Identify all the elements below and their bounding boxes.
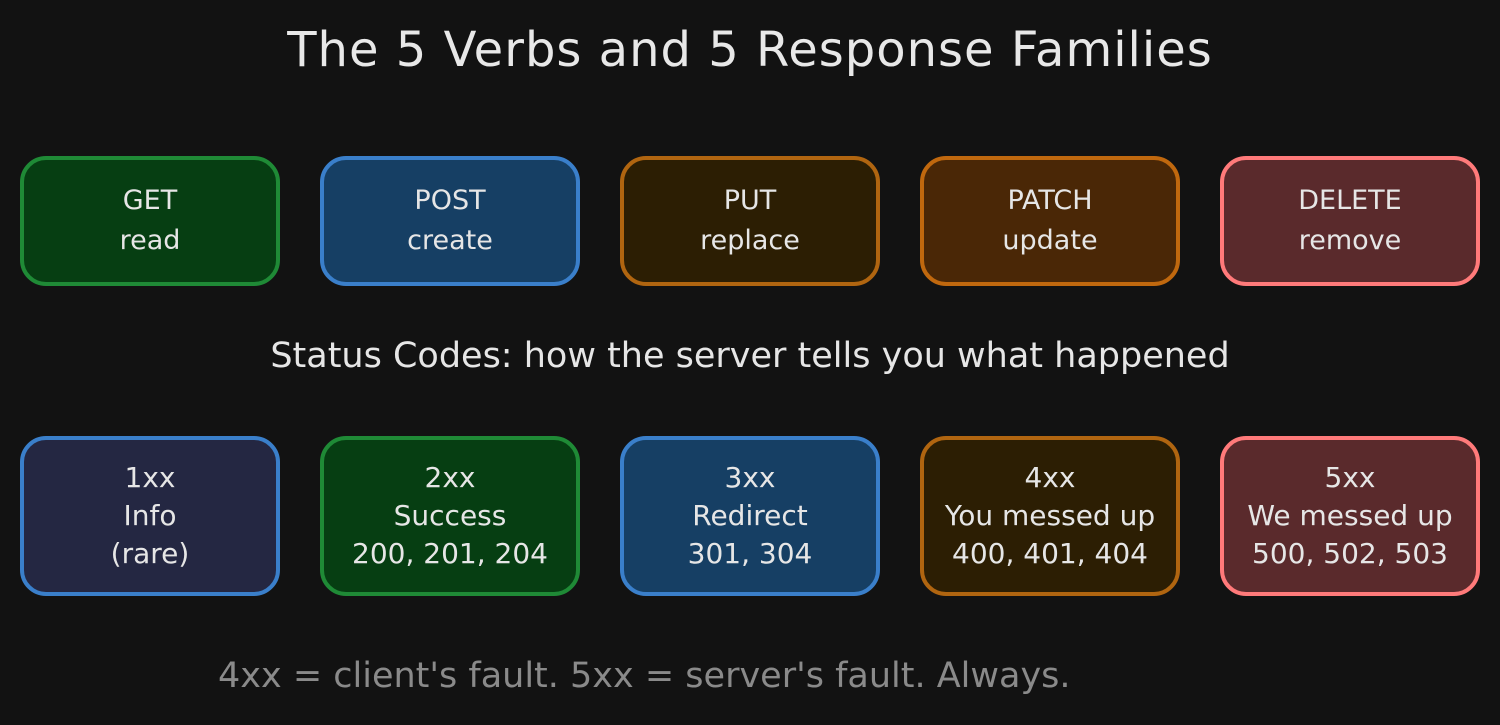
verb-action: remove bbox=[1298, 225, 1402, 256]
verb-action: update bbox=[1002, 225, 1098, 256]
status-code: 4xx bbox=[1024, 461, 1076, 494]
status-box-1xx: 1xx Info (rare) bbox=[20, 436, 280, 596]
footer-note: 4xx = client's fault. 5xx = server's fau… bbox=[218, 656, 1071, 696]
verb-label: PUT bbox=[723, 185, 777, 216]
verb-action: create bbox=[407, 225, 493, 256]
status-code: 1xx bbox=[124, 461, 176, 494]
status-detail: 301, 304 bbox=[687, 537, 813, 570]
status-name: We messed up bbox=[1247, 499, 1453, 532]
status-name: Redirect bbox=[692, 499, 808, 532]
verb-box-post: POST create bbox=[320, 156, 580, 286]
verb-box-patch: PATCH update bbox=[920, 156, 1180, 286]
status-box-5xx: 5xx We messed up 500, 502, 503 bbox=[1220, 436, 1480, 596]
verb-box-delete: DELETE remove bbox=[1220, 156, 1480, 286]
verb-label: DELETE bbox=[1298, 185, 1402, 216]
status-box-4xx: 4xx You messed up 400, 401, 404 bbox=[920, 436, 1180, 596]
status-detail: 400, 401, 404 bbox=[952, 537, 1148, 570]
status-name: You messed up bbox=[944, 499, 1156, 532]
verb-label: PATCH bbox=[1007, 185, 1093, 216]
status-box-3xx: 3xx Redirect 301, 304 bbox=[620, 436, 880, 596]
verb-box-get: GET read bbox=[20, 156, 280, 286]
status-detail: (rare) bbox=[110, 537, 190, 570]
status-detail: 200, 201, 204 bbox=[352, 537, 548, 570]
diagram-title: The 5 Verbs and 5 Response Families bbox=[287, 22, 1213, 78]
verb-action: replace bbox=[700, 225, 800, 256]
status-code: 2xx bbox=[424, 461, 476, 494]
status-code: 3xx bbox=[724, 461, 776, 494]
status-code: 5xx bbox=[1324, 461, 1376, 494]
status-detail: 500, 502, 503 bbox=[1252, 537, 1448, 570]
verb-box-put: PUT replace bbox=[620, 156, 880, 286]
verb-action: read bbox=[119, 225, 181, 256]
verb-label: POST bbox=[414, 185, 486, 216]
status-box-2xx: 2xx Success 200, 201, 204 bbox=[320, 436, 580, 596]
status-codes-heading: Status Codes: how the server tells you w… bbox=[270, 336, 1230, 376]
status-name: Success bbox=[393, 499, 507, 532]
status-name: Info bbox=[123, 499, 177, 532]
verb-label: GET bbox=[122, 185, 178, 216]
